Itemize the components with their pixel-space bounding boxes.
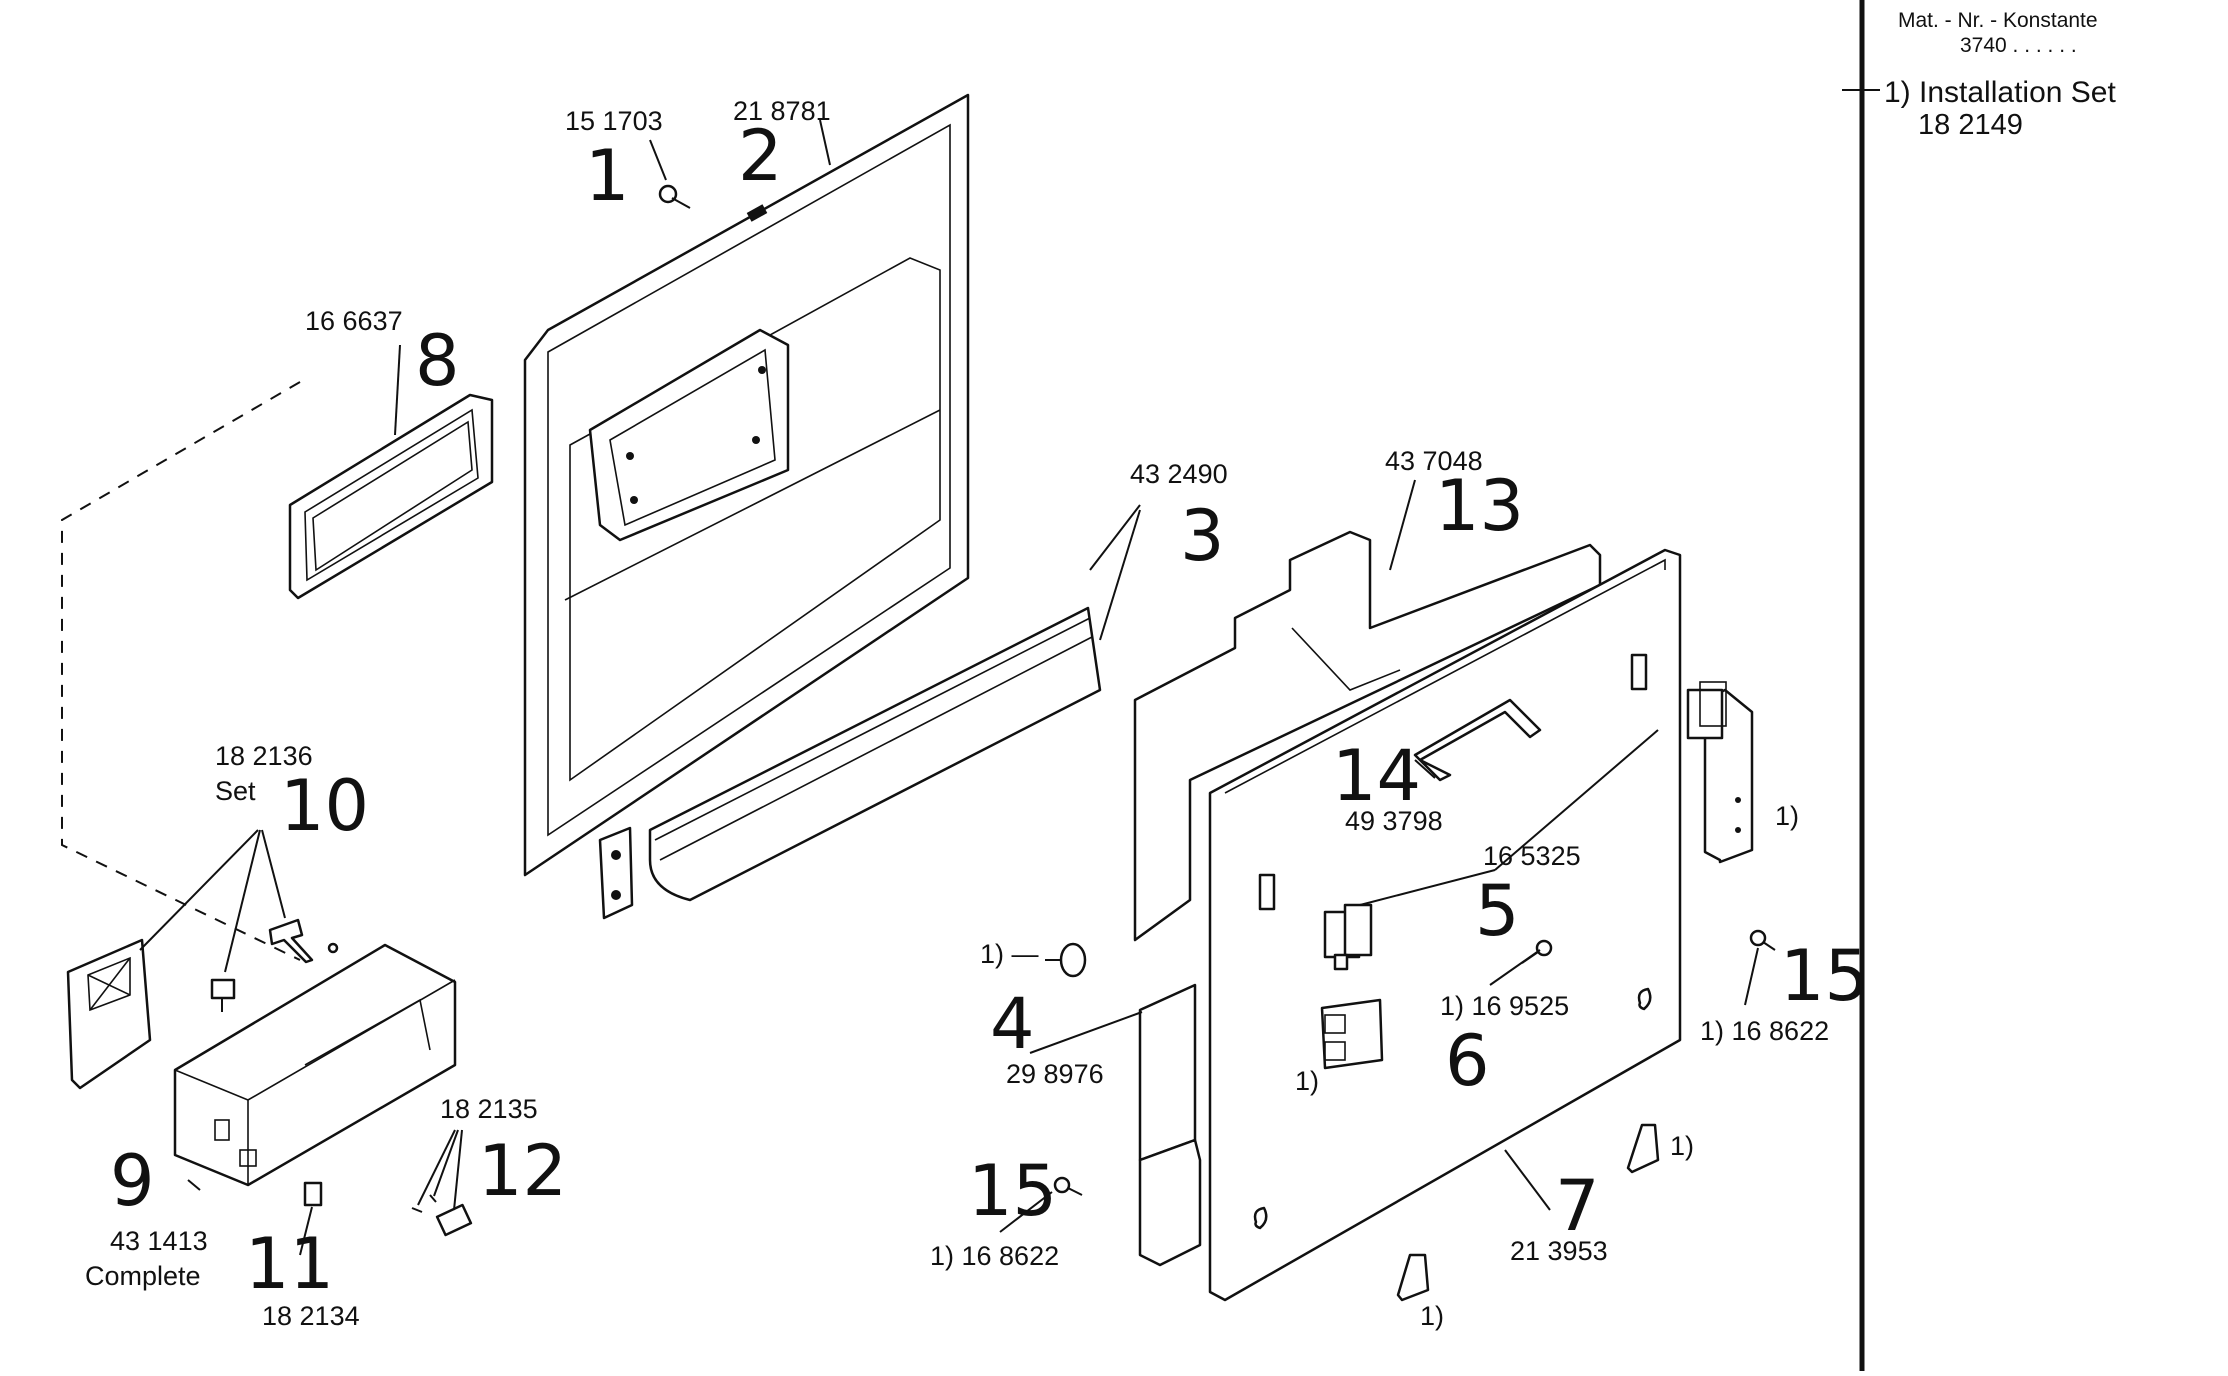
latch-part [1323, 903, 1373, 971]
part-number-6: 1) 16 9525 [1440, 991, 1569, 1021]
foot-clip-part-1 [1626, 1123, 1660, 1174]
index-13: 13 [1435, 465, 1524, 547]
index-15b: 15 [1780, 935, 1869, 1017]
index-3: 3 [1180, 495, 1225, 577]
index-12: 12 [478, 1130, 567, 1212]
callout-part-numbers: 15 1703 21 8781 43 2490 29 8976 1) — 16 … [85, 96, 1829, 1331]
part-number-8: 16 6637 [305, 306, 403, 336]
part-number-13: 43 7048 [1385, 446, 1483, 476]
part-number-7: 21 3953 [1510, 1236, 1608, 1266]
index-2: 2 [738, 115, 783, 197]
screw-part-15b [1749, 929, 1776, 951]
index-1: 1 [585, 135, 630, 217]
constant-value: 3740 . . . . . . [1960, 34, 2077, 57]
index-15a: 15 [968, 1150, 1057, 1232]
plug-part [1045, 942, 1087, 978]
install-mark-foot-1: 1) [1670, 1131, 1694, 1161]
assembly-dashed-line [61, 381, 301, 961]
control-module-part [173, 943, 457, 1187]
part-number-3: 43 2490 [1130, 459, 1228, 489]
part-number-4: 29 8976 [1006, 1059, 1104, 1089]
installation-marks: 1) 1) 1) 1) [1295, 801, 1799, 1331]
screw-part-15a [1053, 1176, 1083, 1196]
installation-set-number: 18 2149 [1918, 109, 2023, 141]
screw-part-1 [658, 184, 691, 209]
part-sub-10: Set [215, 776, 256, 806]
hinge-bracket-part [1320, 998, 1384, 1070]
install-mark-hinge: 1) [1295, 1066, 1319, 1096]
inner-door-part [523, 93, 970, 877]
handle-bracket-part [1413, 698, 1542, 782]
control-panel-plate-part [66, 938, 152, 1090]
part-number-10: 18 2136 [215, 741, 313, 771]
index-8: 8 [415, 320, 460, 402]
button-part [210, 978, 236, 1012]
callout-indices: 1 2 3 4 5 6 7 8 9 10 11 12 13 14 15 15 [110, 115, 1869, 1305]
leader-lines [139, 119, 1759, 1256]
index-7: 7 [1555, 1165, 1600, 1247]
part-number-12: 18 2135 [440, 1094, 538, 1124]
window-seal-part [288, 393, 494, 600]
index-10: 10 [280, 765, 369, 847]
part-number-15a: 1) 16 8622 [930, 1241, 1059, 1271]
part-number-11: 18 2134 [262, 1301, 360, 1331]
constant-label: Mat. - Nr. - Konstante [1898, 9, 2098, 32]
index-4: 4 [990, 983, 1035, 1065]
index-11: 11 [245, 1223, 334, 1305]
part-number-14: 49 3798 [1345, 806, 1443, 836]
switch-part [1686, 681, 1727, 740]
note-4: 1) — [980, 939, 1039, 969]
part-sub-9: Complete [85, 1261, 201, 1291]
small-switch-part-12 [411, 1194, 473, 1237]
pin-part [268, 918, 339, 964]
index-14: 14 [1332, 735, 1421, 817]
install-mark-foot-2: 1) [1420, 1301, 1444, 1331]
insulation-panel-part [1133, 530, 1602, 1267]
index-9: 9 [110, 1140, 155, 1222]
part-number-9: 43 1413 [110, 1226, 208, 1256]
side-panel: Mat. - Nr. - Konstante 3740 . . . . . . … [1842, 0, 2116, 1371]
part-number-5: 16 5325 [1483, 841, 1581, 871]
install-mark-clip: 1) [1775, 801, 1799, 831]
installation-set-title: 1) Installation Set [1884, 76, 2116, 109]
index-5: 5 [1475, 870, 1520, 952]
door-outer-panel-part [1208, 548, 1682, 1302]
small-switch-part-11 [303, 1181, 323, 1207]
part-number-15b: 1) 16 8622 [1700, 1016, 1829, 1046]
part-number-1: 15 1703 [565, 106, 663, 136]
foot-clip-part-2 [1396, 1253, 1430, 1302]
index-6: 6 [1445, 1020, 1490, 1102]
part-number-2: 21 8781 [733, 96, 831, 126]
trim-strip-part [598, 606, 1102, 920]
